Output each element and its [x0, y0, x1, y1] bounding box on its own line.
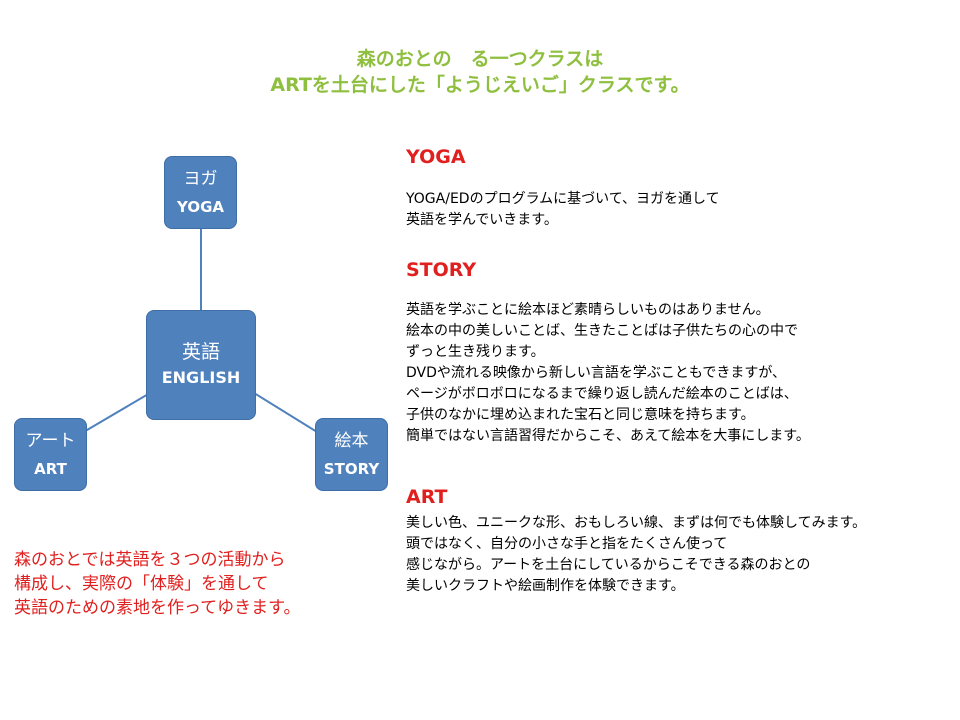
- node-english-jp: 英語: [181, 341, 220, 363]
- title-line-1: 森のおとの る一つクラスは: [356, 48, 604, 70]
- section-art-heading: ART: [406, 486, 448, 508]
- summary-note: 森のおとでは英語を３つの活動から 構成し、実際の「体験」を通して 英語のための素…: [14, 548, 384, 620]
- body-line: 美しい色、ユニークな形、おもしろい線、まずは何でも体験してみます。: [406, 515, 867, 531]
- title-line-2: ARTを土台にした「ようじえいご」クラスです。: [270, 74, 690, 96]
- body-line: 絵本の中の美しいことば、生きたことばは子供たちの心の中で: [406, 323, 798, 339]
- body-line: 英語を学ぶことに絵本ほど素晴らしいものはありません。: [406, 302, 770, 318]
- section-yoga-heading: YOGA: [406, 146, 466, 168]
- node-english: 英語 ENGLISH: [146, 310, 256, 420]
- body-line: YOGA/EDのプログラムに基づいて、ヨガを通して: [406, 191, 720, 207]
- node-yoga: ヨガ YOGA: [164, 156, 237, 229]
- note-line: 構成し、実際の「体験」を通して: [14, 574, 269, 594]
- body-line: DVDや流れる映像から新しい言語を学ぶこともできますが、: [406, 365, 787, 381]
- note-line: 森のおとでは英語を３つの活動から: [14, 550, 286, 570]
- body-line: 頭ではなく、自分の小さな手と指をたくさん使って: [406, 536, 728, 552]
- node-art-jp: アート: [25, 430, 76, 451]
- section-story: STORY 英語を学ぶことに絵本ほど素晴らしいものはありません。 絵本の中の美し…: [406, 258, 951, 447]
- section-art: ART 美しい色、ユニークな形、おもしろい線、まずは何でも体験してみます。 頭で…: [406, 485, 951, 597]
- node-story-en: STORY: [323, 459, 380, 478]
- section-story-body: 英語を学ぶことに絵本ほど素晴らしいものはありません。 絵本の中の美しいことば、生…: [406, 300, 951, 447]
- section-yoga: YOGA YOGA/EDのプログラムに基づいて、ヨガを通して 英語を学んでいきま…: [406, 145, 951, 231]
- node-yoga-jp: ヨガ: [183, 168, 218, 189]
- node-english-en: ENGLISH: [161, 368, 241, 387]
- body-line: 子供のなかに埋め込まれた宝石と同じ意味を持ちます。: [406, 407, 755, 423]
- body-line: 感じながら。アートを土台にしているからこそできる森のおとの: [406, 557, 811, 573]
- slide-title: 森のおとの る一つクラスは ARTを土台にした「ようじえいご」クラスです。: [0, 46, 960, 98]
- body-line: ページがボロボロになるまで繰り返し読んだ絵本のことばは、: [406, 386, 798, 402]
- section-art-body: 美しい色、ユニークな形、おもしろい線、まずは何でも体験してみます。 頭ではなく、…: [406, 513, 951, 597]
- section-yoga-body: YOGA/EDのプログラムに基づいて、ヨガを通して 英語を学んでいきます。: [406, 189, 951, 231]
- body-line: ずっと生き残ります。: [406, 344, 545, 360]
- note-line: 英語のための素地を作ってゆきます。: [14, 598, 301, 618]
- body-line: 簡単ではない言語習得だからこそ、あえて絵本を大事にします。: [406, 428, 810, 444]
- node-story-jp: 絵本: [334, 430, 369, 451]
- body-line: 英語を学んでいきます。: [406, 212, 558, 228]
- node-art-en: ART: [34, 459, 67, 478]
- node-art: アート ART: [14, 418, 87, 491]
- node-story: 絵本 STORY: [315, 418, 388, 491]
- body-line: 美しいクラフトや絵画制作を体験できます。: [406, 578, 685, 594]
- node-yoga-en: YOGA: [177, 197, 224, 216]
- section-story-heading: STORY: [406, 259, 477, 281]
